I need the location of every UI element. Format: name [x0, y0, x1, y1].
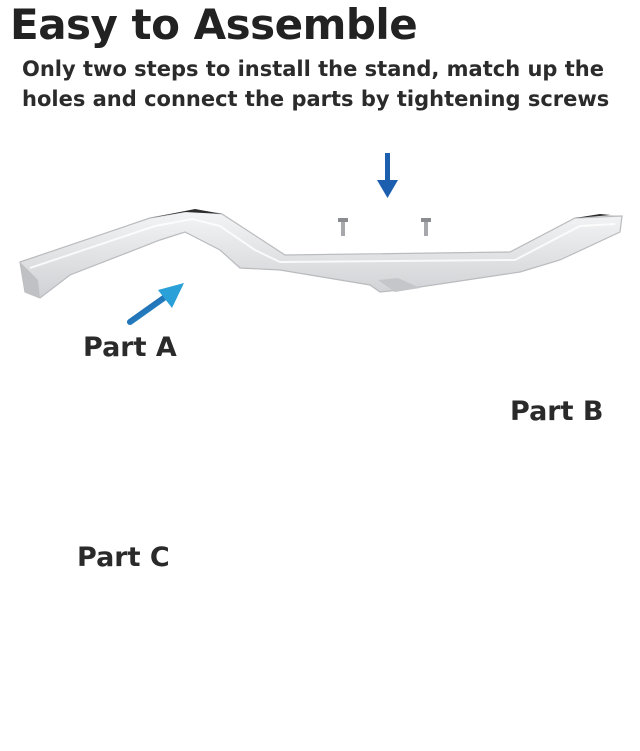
part-a-arrow-icon	[127, 283, 184, 325]
page-title: Easy to Assemble	[10, 0, 418, 49]
part-b-label: Part B	[510, 396, 604, 427]
page-subtitle: Only two steps to install the stand, mat…	[22, 57, 610, 111]
screw-icon	[338, 218, 348, 236]
part-c-label: Part C	[77, 542, 170, 573]
screw-icon	[421, 218, 431, 236]
down-arrow-icon	[377, 153, 398, 198]
part-a-label: Part A	[83, 332, 177, 363]
part-a-bracket	[19, 209, 623, 299]
